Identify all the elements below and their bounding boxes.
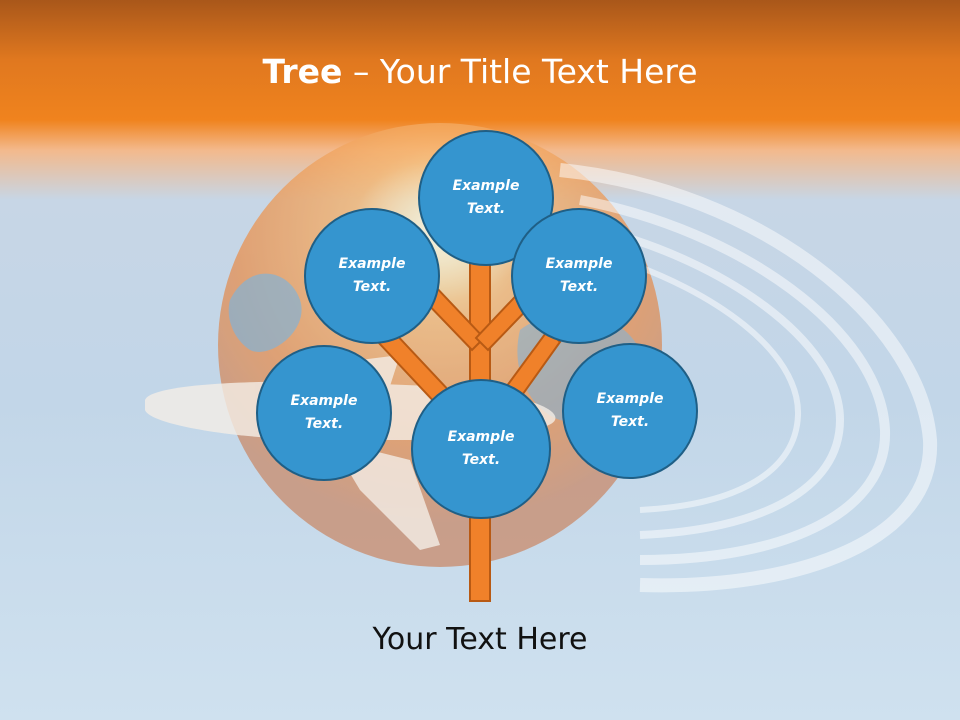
tree-node-label: Example Text.: [447, 429, 515, 468]
tree-node-upper-right: Example Text.: [511, 208, 647, 344]
title-text: Your Title Text Here: [379, 52, 698, 91]
footer-text: Your Text Here: [372, 622, 588, 657]
slide-title: Tree – Your Title Text Here: [0, 52, 960, 91]
tree-node-label: Example Text.: [338, 256, 406, 295]
tree-node-label: Example Text.: [596, 391, 664, 430]
tree-node-center: Example Text.: [411, 379, 551, 519]
title-keyword: Tree: [262, 52, 343, 91]
tree-node-label: Example Text.: [545, 256, 613, 295]
tree-node-lower-left: Example Text.: [256, 345, 392, 481]
tree-node-lower-right: Example Text.: [562, 343, 698, 479]
tree-node-label: Example Text.: [290, 393, 358, 432]
title-separator: –: [342, 52, 380, 91]
tree-node-top: Example Text.: [418, 130, 554, 266]
tree-node-label: Example Text.: [452, 178, 520, 217]
tree-node-upper-left: Example Text.: [304, 208, 440, 344]
